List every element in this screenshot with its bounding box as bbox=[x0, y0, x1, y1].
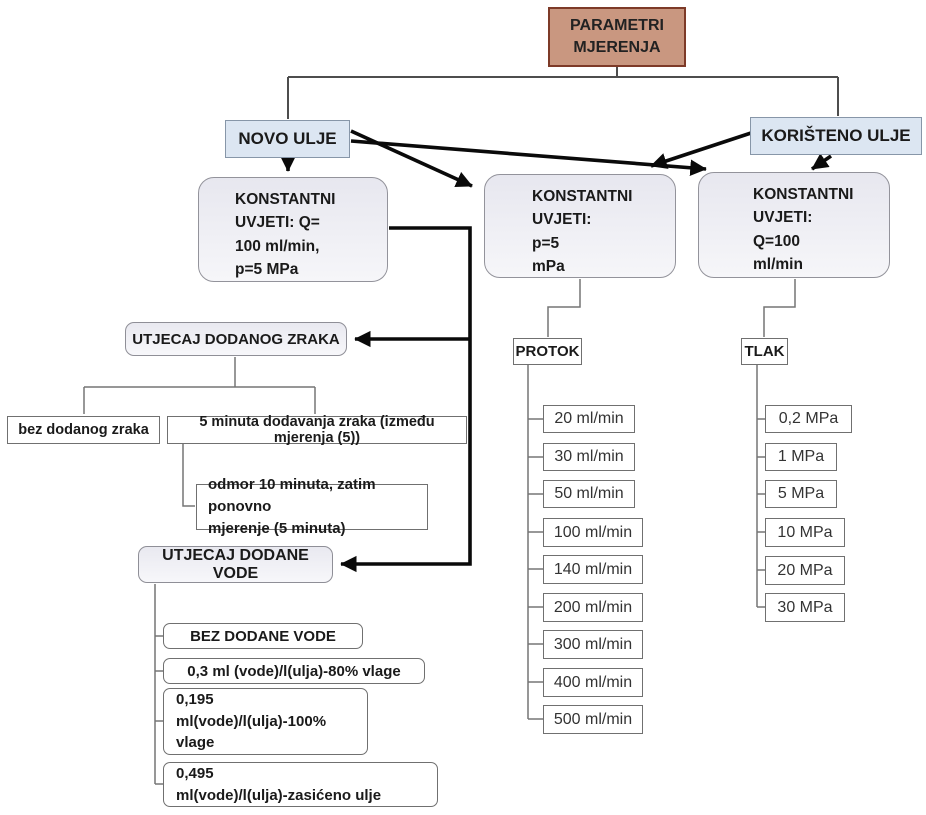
node-konstantni-uvjeti-right: KONSTANTNI UVJETI: Q=100 ml/min bbox=[698, 172, 890, 278]
node-utjecaj-dodane-vode: UTJECAJ DODANE VODE bbox=[138, 546, 333, 583]
water-item-0195: 0,195 ml(vode)/l(ulja)-100% vlage bbox=[163, 688, 368, 755]
flow-item: 200 ml/min bbox=[543, 593, 643, 622]
pressure-item: 30 MPa bbox=[765, 593, 845, 622]
node-tlak-header: TLAK bbox=[741, 338, 788, 365]
flow-item: 30 ml/min bbox=[543, 443, 635, 471]
pressure-item: 20 MPa bbox=[765, 556, 845, 585]
pressure-item: 10 MPa bbox=[765, 518, 845, 547]
arrow-novo-to-right-konst bbox=[350, 139, 707, 177]
flow-item: 400 ml/min bbox=[543, 668, 643, 697]
node-novo-ulje: NOVO ULJE bbox=[225, 120, 350, 158]
node-koristeno-ulje: KORIŠTENO ULJE bbox=[750, 117, 922, 155]
arrow-koristeno-to-right-konst bbox=[810, 153, 833, 171]
root-tree-connector bbox=[287, 67, 839, 119]
flow-item: 500 ml/min bbox=[543, 705, 643, 734]
water-item-03: 0,3 ml (vode)/l(ulja)-80% vlage bbox=[163, 658, 425, 684]
flow-item: 20 ml/min bbox=[543, 405, 635, 433]
flow-item: 140 ml/min bbox=[543, 555, 643, 584]
air-item-bez-zraka: bez dodanog zraka bbox=[7, 416, 160, 444]
flow-item: 300 ml/min bbox=[543, 630, 643, 659]
pressure-item: 0,2 MPa bbox=[765, 405, 852, 433]
pressure-item: 1 MPa bbox=[765, 443, 837, 471]
air-note-odmor: odmor 10 minuta, zatim ponovno mjerenje … bbox=[196, 476, 428, 537]
flow-item: 100 ml/min bbox=[543, 518, 643, 547]
water-item-0495: 0,495 ml(vode)/l(ulja)-zasićeno ulje bbox=[163, 762, 438, 807]
air-item-5-minuta: 5 minuta dodavanja zraka (između mjerenj… bbox=[167, 414, 467, 446]
pressure-item: 5 MPa bbox=[765, 480, 837, 508]
node-konstantni-uvjeti-middle: KONSTANTNI UVJETI: p=5 mPa bbox=[484, 174, 676, 278]
node-parametri-mjerenja: PARAMETRI MJERENJA bbox=[548, 7, 686, 67]
water-item-bez-vode: BEZ DODANE VODE bbox=[163, 623, 363, 649]
node-protok-header: PROTOK bbox=[513, 338, 582, 365]
node-konstantni-uvjeti-left: KONSTANTNI UVJETI: Q= 100 ml/min, p=5 MP… bbox=[198, 177, 388, 282]
node-utjecaj-dodanog-zraka: UTJECAJ DODANOG ZRAKA bbox=[125, 322, 347, 356]
flow-item: 50 ml/min bbox=[543, 480, 635, 508]
arrow-koristeno-to-middle-konst bbox=[650, 131, 752, 169]
